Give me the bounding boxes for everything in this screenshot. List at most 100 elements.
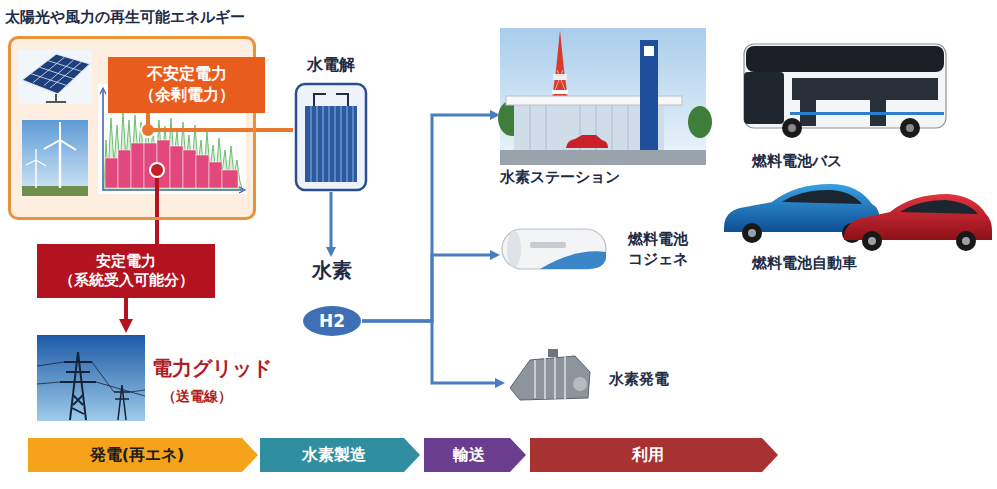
stage-label: 利用 [632, 445, 664, 466]
fuel-cell-car-picture-part [748, 229, 756, 237]
renewable-energy-region: 太陽光や風力の再生可能エネルギー不安定電力 （余剰電力） [8, 36, 256, 220]
fuel-cell-cogeneration-picture-part [530, 242, 566, 248]
power-output-chart-part [196, 155, 209, 188]
hydrogen-station-picture-part [644, 46, 654, 56]
wind-turbine-picture-part [44, 122, 76, 150]
fuel-cell-bus-picture-part [906, 124, 914, 132]
surplus-power-box: 不安定電力 （余剰電力） [108, 57, 265, 113]
solar-panel-picture-part [22, 54, 90, 94]
text-holder: 水素製造 [302, 445, 366, 466]
hydrogen-turbine-picture-part [535, 356, 565, 399]
hydrogen-station-picture-part [500, 28, 706, 165]
fuel-cell-car-picture-part [742, 223, 762, 243]
stable-power-leader [155, 170, 159, 244]
wind-turbine-picture-part [59, 140, 62, 188]
stage-chevron: 発電(再エネ) [28, 438, 258, 472]
wind-turbine-picture [22, 120, 88, 196]
solar-panel-picture [18, 50, 92, 104]
flow-connector [148, 113, 293, 130]
fuel-cell-bus-picture [744, 44, 946, 138]
power-grid-picture-part [60, 362, 96, 414]
hydrogen-station-picture-part [566, 135, 608, 148]
text-holder: 安定電力 （系統受入可能分） [43, 252, 209, 291]
hydrogen-node: 水素 H2 [302, 257, 362, 341]
power-grid-picture-part [37, 335, 145, 421]
electrolyzer-icon-part [314, 94, 348, 106]
power-output-chart-part [222, 170, 238, 188]
power-output-chart-part [170, 146, 183, 188]
flow-connector [330, 192, 333, 252]
hydrogen-ellipse-wrap: H2 [302, 305, 362, 337]
ellipse-fill [303, 306, 361, 336]
power-grid-picture [37, 335, 145, 421]
fuel-cell-car-picture-part [900, 200, 978, 214]
picture-caption: 水素ステーション [500, 168, 620, 188]
hydrogen-station-picture-part [552, 90, 568, 94]
hydrogen-station-picture-part [640, 40, 658, 152]
power-output-chart-part [131, 143, 144, 188]
picture-caption: 燃料電池 コジェネ [628, 230, 704, 269]
picture-caption: 水素発電 [609, 370, 669, 390]
fuel-cell-cogeneration-picture [502, 229, 606, 269]
hydrogen-station-picture-part [530, 105, 628, 150]
hydrogen-turbine-picture-part [573, 377, 587, 391]
region-heading: 太陽光や風力の再生可能エネルギー [5, 8, 245, 27]
power-output-chart-part [105, 158, 118, 188]
fuel-cell-bus-picture-part [782, 118, 802, 138]
text-slot: 水素ステーション [500, 168, 620, 188]
stage-chevron: 輸送 [424, 438, 526, 472]
hydrogen-turbine-picture [510, 349, 590, 400]
hydrogen-station-node: 水素ステーション [500, 28, 710, 192]
power-grid-picture-part [37, 362, 145, 396]
text-slot: 燃料電池 コジェネ [628, 230, 704, 269]
chevron-fill [260, 438, 420, 472]
text-slot: （送電線） [162, 387, 232, 405]
power-output-chart-part [118, 150, 131, 188]
fuel-cell-car-picture-part [956, 231, 976, 251]
solar-panel-picture-part [46, 94, 66, 102]
wind-turbine-picture-part [26, 149, 46, 166]
text-holder: 水素 [312, 257, 352, 283]
fuel-cell-bus-picture-part [744, 72, 784, 124]
power-grid-picture-part [114, 385, 130, 420]
wind-turbine-picture-part [35, 160, 37, 188]
stable-power-dot [150, 163, 164, 177]
solar-panel-picture-part [18, 50, 92, 104]
vehicle-caption: 燃料電池バス [752, 152, 842, 172]
vehicle-caption: 燃料電池自動車 [752, 254, 857, 274]
flow-connector [362, 321, 500, 383]
text-slot: 電力グリッド [152, 355, 272, 381]
hydrogen-turbine-picture-part [510, 356, 590, 400]
wind-turbine-picture-part [22, 120, 88, 196]
text-holder: 発電(再エネ) [90, 445, 185, 466]
label-slot: 燃料電池バス [752, 152, 842, 172]
solar-panel-picture-part [31, 57, 83, 88]
fuel-cell-car-picture-part [962, 237, 970, 245]
hydrogen-symbol: H2 [319, 310, 345, 332]
stable-power-box: 安定電力 （系統受入可能分） [37, 244, 215, 298]
fuel-cell-cogeneration-picture-part [507, 231, 521, 267]
power-output-chart-part [104, 112, 242, 188]
label-slot: 燃料電池自動車 [752, 254, 857, 274]
cogeneration-node: 燃料電池 コジェネ [500, 222, 710, 282]
chevron-fill [28, 438, 258, 472]
fuel-cell-cogeneration-picture-part [540, 251, 606, 269]
power-generation-node: 水素発電 [505, 348, 680, 404]
hydrogen-station-picture-part [500, 150, 706, 165]
text-slot: 太陽光や風力の再生可能エネルギー [5, 8, 245, 27]
fuel-cell-bus-picture-part [744, 44, 946, 128]
fuel-cell-bus-picture-part [900, 118, 920, 138]
electrolyzer-icon [296, 84, 366, 190]
hydrogen-station-picture-part [553, 74, 567, 80]
chevron-fill [530, 438, 778, 472]
node-heading: 水素 [312, 257, 352, 283]
electrolyzer-icon-part [311, 106, 353, 182]
text-slot: 水素発電 [609, 370, 669, 390]
fuel-cell-cogeneration-picture-part [502, 229, 606, 269]
fuel-cell-car-picture-part [862, 231, 882, 251]
text-holder: 輸送 [453, 445, 485, 466]
hydrogen-station-picture [498, 28, 712, 165]
flow-connector [362, 115, 495, 321]
text-holder: 水電解 [307, 55, 355, 76]
